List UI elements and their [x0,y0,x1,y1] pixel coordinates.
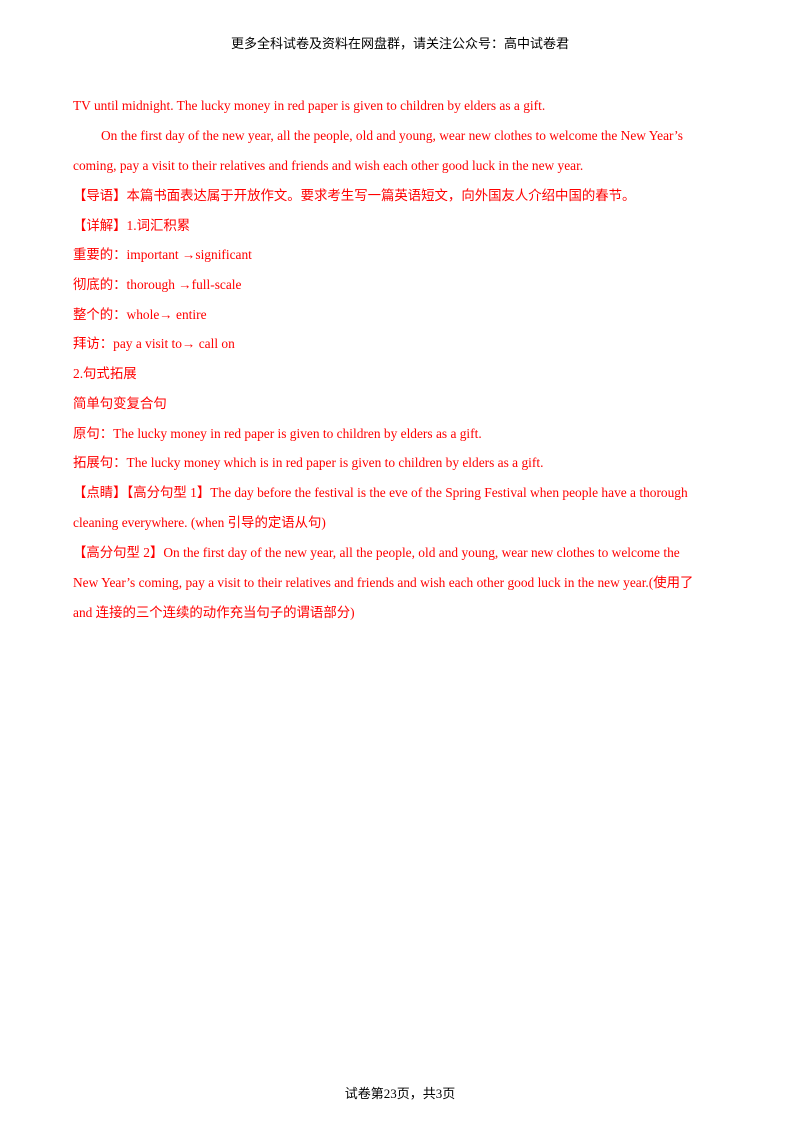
section-detail: 【详解】1.词汇积累 [73,217,191,233]
original-sentence: 原句：The lucky money in red paper is given… [73,425,482,441]
document-body: TV until midnight. The lucky money in re… [73,96,733,623]
subsection-title: 简单句变复合句 [73,395,167,411]
highlight-sentence-1-cont: cleaning everywhere. (when 引导的定语从句) [73,514,326,530]
body-line: coming, pay a visit to their relatives a… [73,158,584,173]
body-line: On the first day of the new year, all th… [101,128,683,143]
page-footer: 试卷第23页，共3页 [344,1086,456,1101]
body-line: TV until midnight. The lucky money in re… [73,98,546,113]
highlight-sentence-2-cont: New Year’s coming, pay a visit to their … [73,574,694,590]
expanded-sentence: 拓展句：The lucky money which is in red pape… [73,455,544,471]
page-header: 更多全科试卷及资料在网盘群，请关注公众号：高中试卷君 [230,36,569,51]
vocab-item: 彻底的：thorough →full-scale [73,277,242,293]
vocab-item: 拜访：pay a visit to→ call on [73,336,235,352]
highlight-sentence-1: 【点睛】【高分句型 1】The day before the festival … [73,484,688,500]
section-intro: 【导语】本篇书面表达属于开放作文。要求考生写一篇英语短文，向外国友人介绍中国的春… [73,188,636,203]
vocab-item: 重要的：important →significant [73,247,252,263]
highlight-sentence-2-end: and 连接的三个连续的动作充当句子的谓语部分) [73,604,355,620]
section-sentence-expansion: 2.句式拓展 [73,366,137,382]
highlight-sentence-2: 【高分句型 2】On the first day of the new year… [73,544,680,560]
vocab-item: 整个的：whole→ entire [73,306,207,322]
